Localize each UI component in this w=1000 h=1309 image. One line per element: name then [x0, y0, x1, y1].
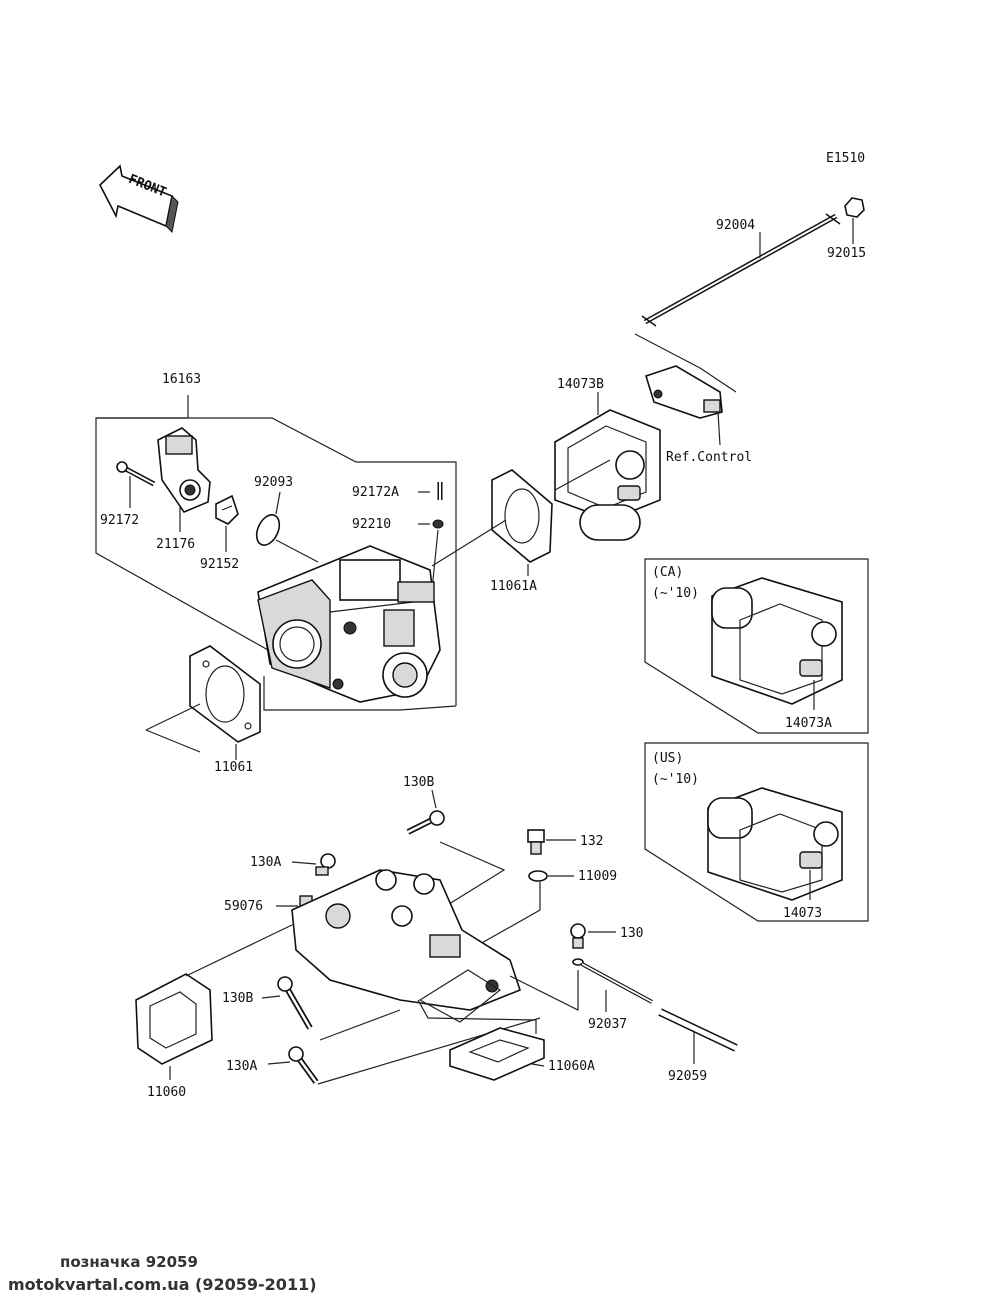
- throttle-body: [257, 545, 441, 703]
- intake-manifold: [291, 869, 521, 1023]
- front-arrow-icon: FRONT: [99, 164, 179, 234]
- bolt-130B-upper: [406, 810, 445, 835]
- part-label-14073A: 14073A: [785, 716, 832, 731]
- nut-92015: [844, 197, 865, 218]
- variant-us-region: (US): [652, 751, 683, 766]
- part-label-130: 130: [620, 926, 643, 941]
- part-label-16163: 16163: [162, 372, 201, 387]
- bracket: [645, 365, 723, 419]
- hose-92059: [658, 1008, 738, 1052]
- bolt-130A-upper: [315, 853, 336, 876]
- part-label-59076: 59076: [224, 899, 263, 914]
- part-label-92004: 92004: [716, 218, 755, 233]
- part-label-92093: 92093: [254, 475, 293, 490]
- part-label-130B-upper: 130B: [403, 775, 434, 790]
- part-label-21176: 21176: [156, 537, 195, 552]
- variant-box-ca: [644, 558, 869, 734]
- site-watermark: motokvartal.com.ua (92059-2011): [8, 1275, 317, 1294]
- caption: позначка 92059: [60, 1253, 198, 1271]
- part-label-92152: 92152: [200, 557, 239, 572]
- part-label-11061: 11061: [214, 760, 253, 775]
- part-label-92015: 92015: [827, 246, 866, 261]
- part-label-92037: 92037: [588, 1017, 627, 1032]
- washer-92210: [432, 519, 444, 529]
- hose-92037: [572, 958, 653, 1004]
- part-label-14073: 14073: [783, 906, 822, 921]
- part-label-92172: 92172: [100, 513, 139, 528]
- clip-92152: [215, 494, 239, 525]
- variant-ca-region: (CA): [652, 565, 683, 580]
- part-label-92210: 92210: [352, 517, 391, 532]
- part-label-130A-upper: 130A: [250, 855, 281, 870]
- variant-box-us: [644, 742, 869, 922]
- reference-label: Ref.Control: [666, 450, 752, 465]
- plug-132: [527, 829, 545, 855]
- screw-92172: [116, 461, 156, 487]
- part-label-14073B: 14073B: [557, 377, 604, 392]
- bolt-130B-lower: [277, 976, 313, 1030]
- thermostat-housing-14073B: [554, 409, 661, 541]
- part-label-132: 132: [580, 834, 603, 849]
- bolt-130: [570, 923, 586, 949]
- variant-us-years: (~'10): [652, 772, 699, 787]
- part-label-11060: 11060: [147, 1085, 186, 1100]
- part-label-130A-lower: 130A: [226, 1059, 257, 1074]
- diagram-code: E1510: [826, 151, 865, 166]
- o-ring-92093: [255, 514, 281, 546]
- washer-11009: [528, 870, 548, 882]
- part-label-92059: 92059: [668, 1069, 707, 1084]
- gasket-11060: [135, 973, 213, 1065]
- part-label-11009: 11009: [578, 869, 617, 884]
- part-label-11060A: 11060A: [548, 1059, 595, 1074]
- gasket-11060A: [449, 1027, 545, 1081]
- variant-ca-years: (~'10): [652, 586, 699, 601]
- gasket-11061: [189, 645, 261, 743]
- gasket-11061A: [491, 469, 553, 563]
- bolt-130A-lower: [288, 1046, 319, 1084]
- stud-bolt-92004: [641, 213, 841, 327]
- part-label-92172A: 92172A: [352, 485, 399, 500]
- part-label-130B-lower: 130B: [222, 991, 253, 1006]
- part-label-11061A: 11061A: [490, 579, 537, 594]
- throttle-sensor-21176: [157, 427, 211, 513]
